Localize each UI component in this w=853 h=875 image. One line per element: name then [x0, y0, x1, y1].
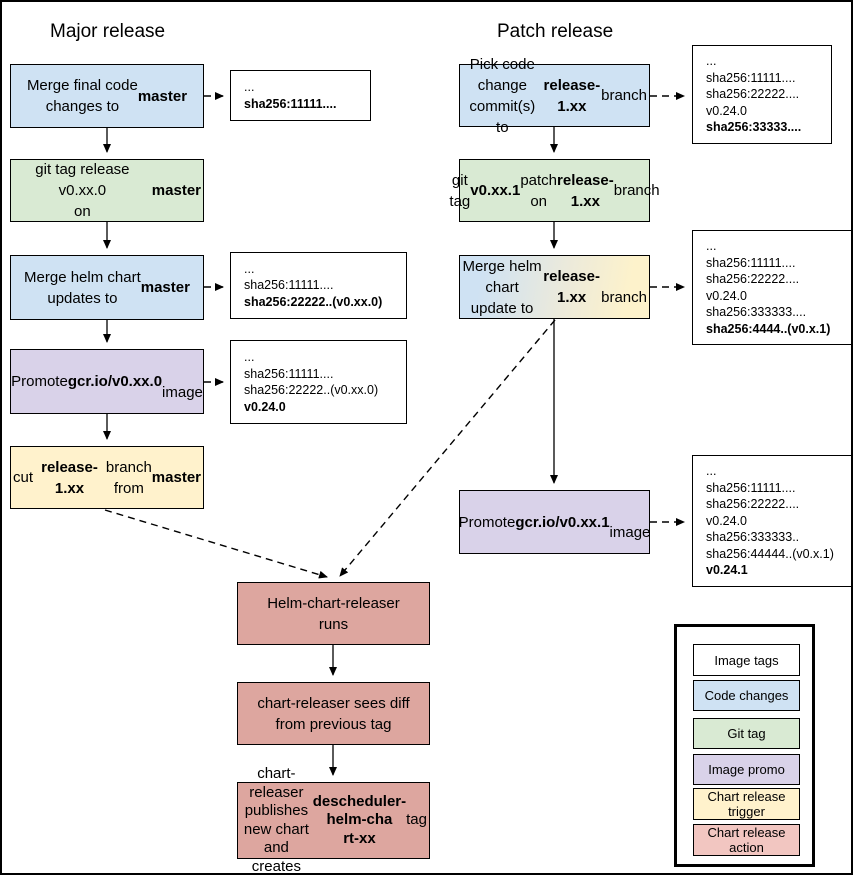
legend: Image tags Code changes Git tag Image pr… — [674, 624, 815, 867]
node-merge-helm-master: Merge helm chart updates to master — [10, 255, 204, 320]
node-chart-releaser-publishes: chart-releaser publishes new chart and c… — [237, 765, 430, 873]
legend-item-image-tags: Image tags — [693, 644, 800, 676]
image-tags-box-patch-code: ... sha256:11111.... sha256:22222.... v0… — [692, 45, 832, 144]
legend-item-chart-release-trigger: Chart release trigger — [693, 788, 800, 820]
legend-item-chart-release-action: Chart release action — [693, 824, 800, 856]
image-tags-box-major-promote: ... sha256:11111.... sha256:22222..(v0.x… — [230, 340, 407, 424]
image-tags-box-patch-helm: ... sha256:11111.... sha256:22222.... v0… — [692, 230, 851, 345]
major-release-title: Major release — [50, 21, 166, 42]
node-merge-helm-release: Merge helm chart update to release-1.xx … — [459, 255, 650, 319]
legend-item-git-tag: Git tag — [693, 718, 800, 749]
node-chart-releaser-sees-diff: chart-releaser sees diff from previous t… — [237, 682, 430, 745]
image-tags-box-patch-promote: ... sha256:11111.... sha256:22222.... v0… — [692, 455, 851, 587]
node-git-tag-major: git tag release v0.xx.0 on master — [10, 159, 204, 222]
patch-release-title: Patch release — [497, 21, 614, 42]
node-promote-image-major: Promote gcr.io/v0.xx.0 image — [10, 349, 204, 414]
node-pick-commits: Pick code change commit(s) to release-1.… — [459, 56, 650, 136]
legend-item-image-promo: Image promo — [693, 754, 800, 785]
node-promote-image-patch: Promote gcr.io/v0.xx.1 image — [459, 490, 650, 554]
node-merge-final-code: Merge final code changes to master — [10, 64, 204, 128]
image-tags-box-major-code: ... sha256:11111.... — [230, 70, 371, 121]
node-helm-chart-releaser-runs: Helm-chart-releaser runs — [237, 582, 430, 645]
image-tags-box-major-helm: ... sha256:11111.... sha256:22222..(v0.x… — [230, 252, 407, 319]
node-git-tag-patch: git tag v0.xx.1 patch on release-1.xx br… — [449, 159, 660, 222]
dashed-arrow-cutbranch-to-releaser — [104, 509, 328, 579]
node-cut-release-branch: cut release-1.xx branch from master — [10, 446, 204, 509]
legend-item-code-changes: Code changes — [693, 680, 800, 711]
